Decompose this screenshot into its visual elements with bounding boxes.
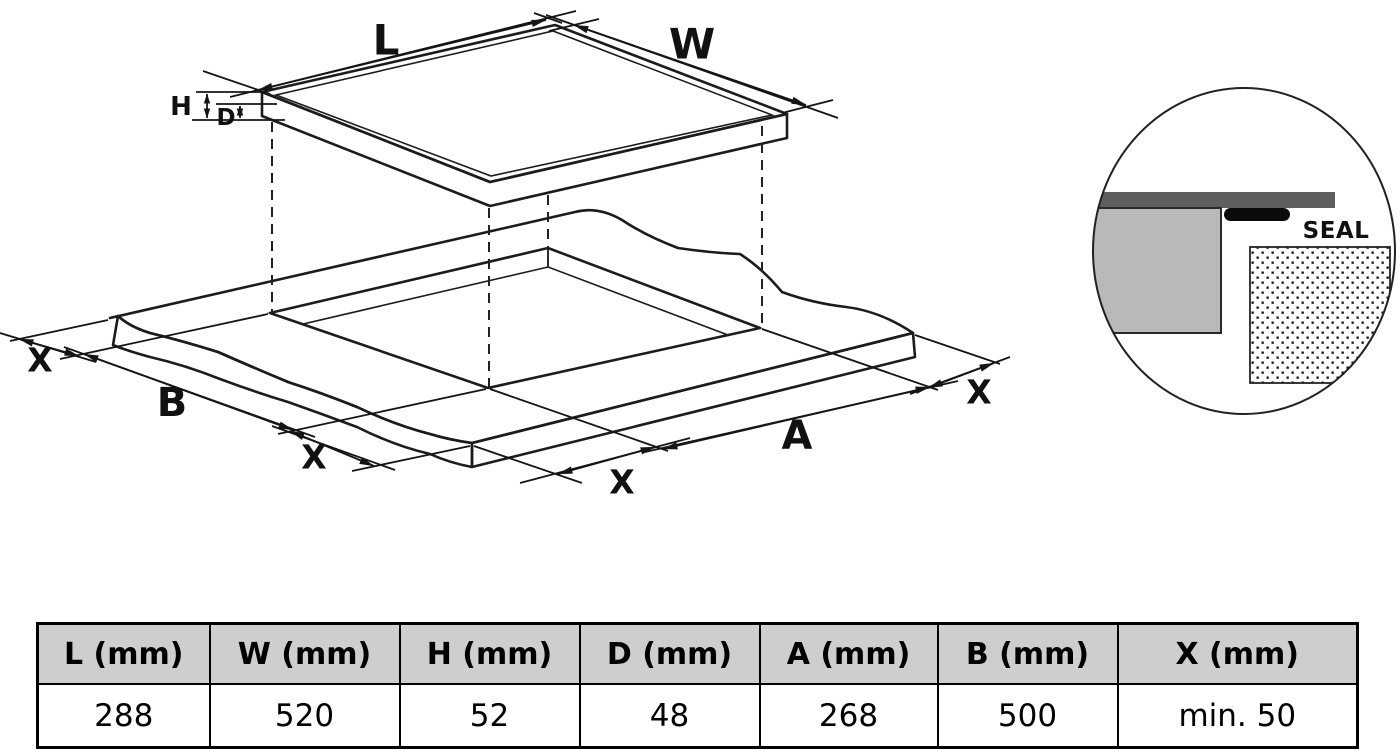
value-L: 288 <box>36 683 211 749</box>
dim-label-W: W <box>669 20 715 69</box>
header-A: A (mm) <box>758 622 939 685</box>
value-A: 268 <box>758 683 939 749</box>
value-X: min. 50 <box>1116 683 1359 749</box>
dim-label-X-right: X <box>966 373 991 412</box>
value-B: 500 <box>936 683 1119 749</box>
table-value-row: 288 520 52 48 268 500 min. 50 <box>36 683 1359 749</box>
seal-strip <box>1224 208 1290 221</box>
cutout-hole <box>268 246 762 390</box>
header-X: X (mm) <box>1116 622 1359 685</box>
dim-label-B: B <box>157 380 188 426</box>
cutout-wall-left <box>267 246 549 325</box>
value-H: 52 <box>398 683 581 749</box>
installation-diagram: L W H D X B X X A <box>0 10 1396 502</box>
seal-detail: SEAL <box>1092 87 1396 415</box>
detail-circle-outline <box>1092 87 1396 415</box>
cutout-wall-right <box>547 246 763 336</box>
header-W: W (mm) <box>208 622 401 685</box>
table-header-row: L (mm) W (mm) H (mm) D (mm) A (mm) B (mm… <box>36 622 1359 685</box>
value-D: 48 <box>578 683 761 749</box>
glass-cross-section <box>1093 192 1335 208</box>
projection-lines <box>271 122 763 388</box>
dim-label-L: L <box>373 16 400 65</box>
dim-label-H: H <box>170 92 192 122</box>
header-D: D (mm) <box>578 622 761 685</box>
dim-label-X-bottommiddle: X <box>609 463 634 502</box>
header-B: B (mm) <box>936 622 1119 685</box>
seal-label: SEAL <box>1303 218 1370 244</box>
dim-label-A: A <box>782 413 813 459</box>
worktop-front-side <box>470 331 917 469</box>
cooktop-side <box>260 90 789 208</box>
dim-label-D: D <box>216 105 235 131</box>
cooktop-dimensions: L W H D <box>170 10 839 131</box>
worktop-dimensions: X B X X A X <box>0 313 1011 502</box>
worktop-slab <box>108 208 917 469</box>
dim-label-X-topleft: X <box>27 341 52 380</box>
cabinet-panel <box>1093 207 1222 334</box>
worktop-cross-section <box>1249 246 1391 384</box>
value-W: 520 <box>208 683 401 749</box>
header-H: H (mm) <box>398 622 581 685</box>
header-L: L (mm) <box>36 622 211 685</box>
dimensions-table: L (mm) W (mm) H (mm) D (mm) A (mm) B (mm… <box>36 622 1359 749</box>
dim-label-X-bottomleft: X <box>301 438 326 477</box>
